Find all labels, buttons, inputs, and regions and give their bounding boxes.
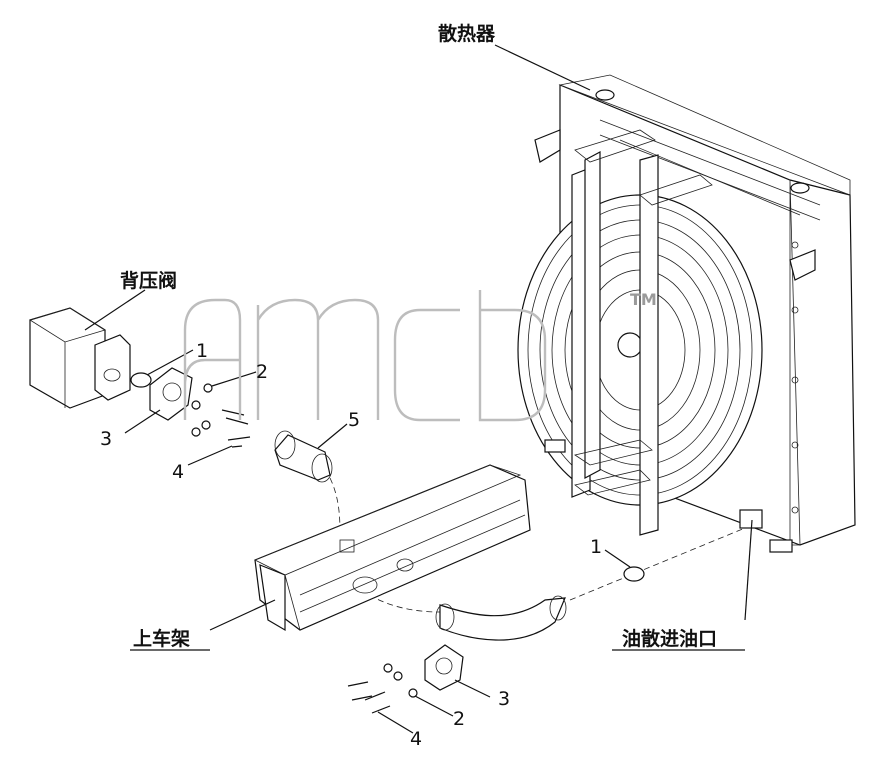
o-ring-top	[130, 372, 152, 388]
radiator	[517, 74, 856, 553]
bolts-top	[191, 383, 251, 448]
callout-top-5: 5	[348, 409, 360, 431]
hose-short	[274, 430, 333, 483]
callout-bottom-1: 1	[590, 536, 602, 558]
flange-top	[149, 367, 193, 421]
flange-bottom	[424, 644, 464, 691]
bolts-bottom	[347, 663, 418, 714]
callout-top-1: 1	[196, 340, 208, 362]
upper-frame	[254, 464, 531, 632]
label-back-pressure-valve: 背压阀	[120, 269, 177, 292]
callout-bottom-2: 2	[453, 708, 465, 730]
label-upper-frame: 上车架	[133, 627, 190, 650]
label-radiator: 散热器	[438, 22, 496, 45]
back-pressure-valve	[29, 307, 131, 409]
callout-top-3: 3	[100, 428, 112, 450]
watermark-logo: TM	[183, 290, 657, 422]
callout-bottom-4: 4	[410, 728, 422, 750]
callout-top-2: 2	[256, 361, 268, 383]
callout-top-4: 4	[172, 461, 184, 483]
label-oil-inlet: 油散进油口	[622, 627, 717, 650]
elbow-hose	[435, 595, 567, 641]
o-ring-bottom	[623, 566, 645, 582]
callout-bottom-3: 3	[498, 688, 510, 710]
watermark-tm: TM	[630, 290, 657, 309]
